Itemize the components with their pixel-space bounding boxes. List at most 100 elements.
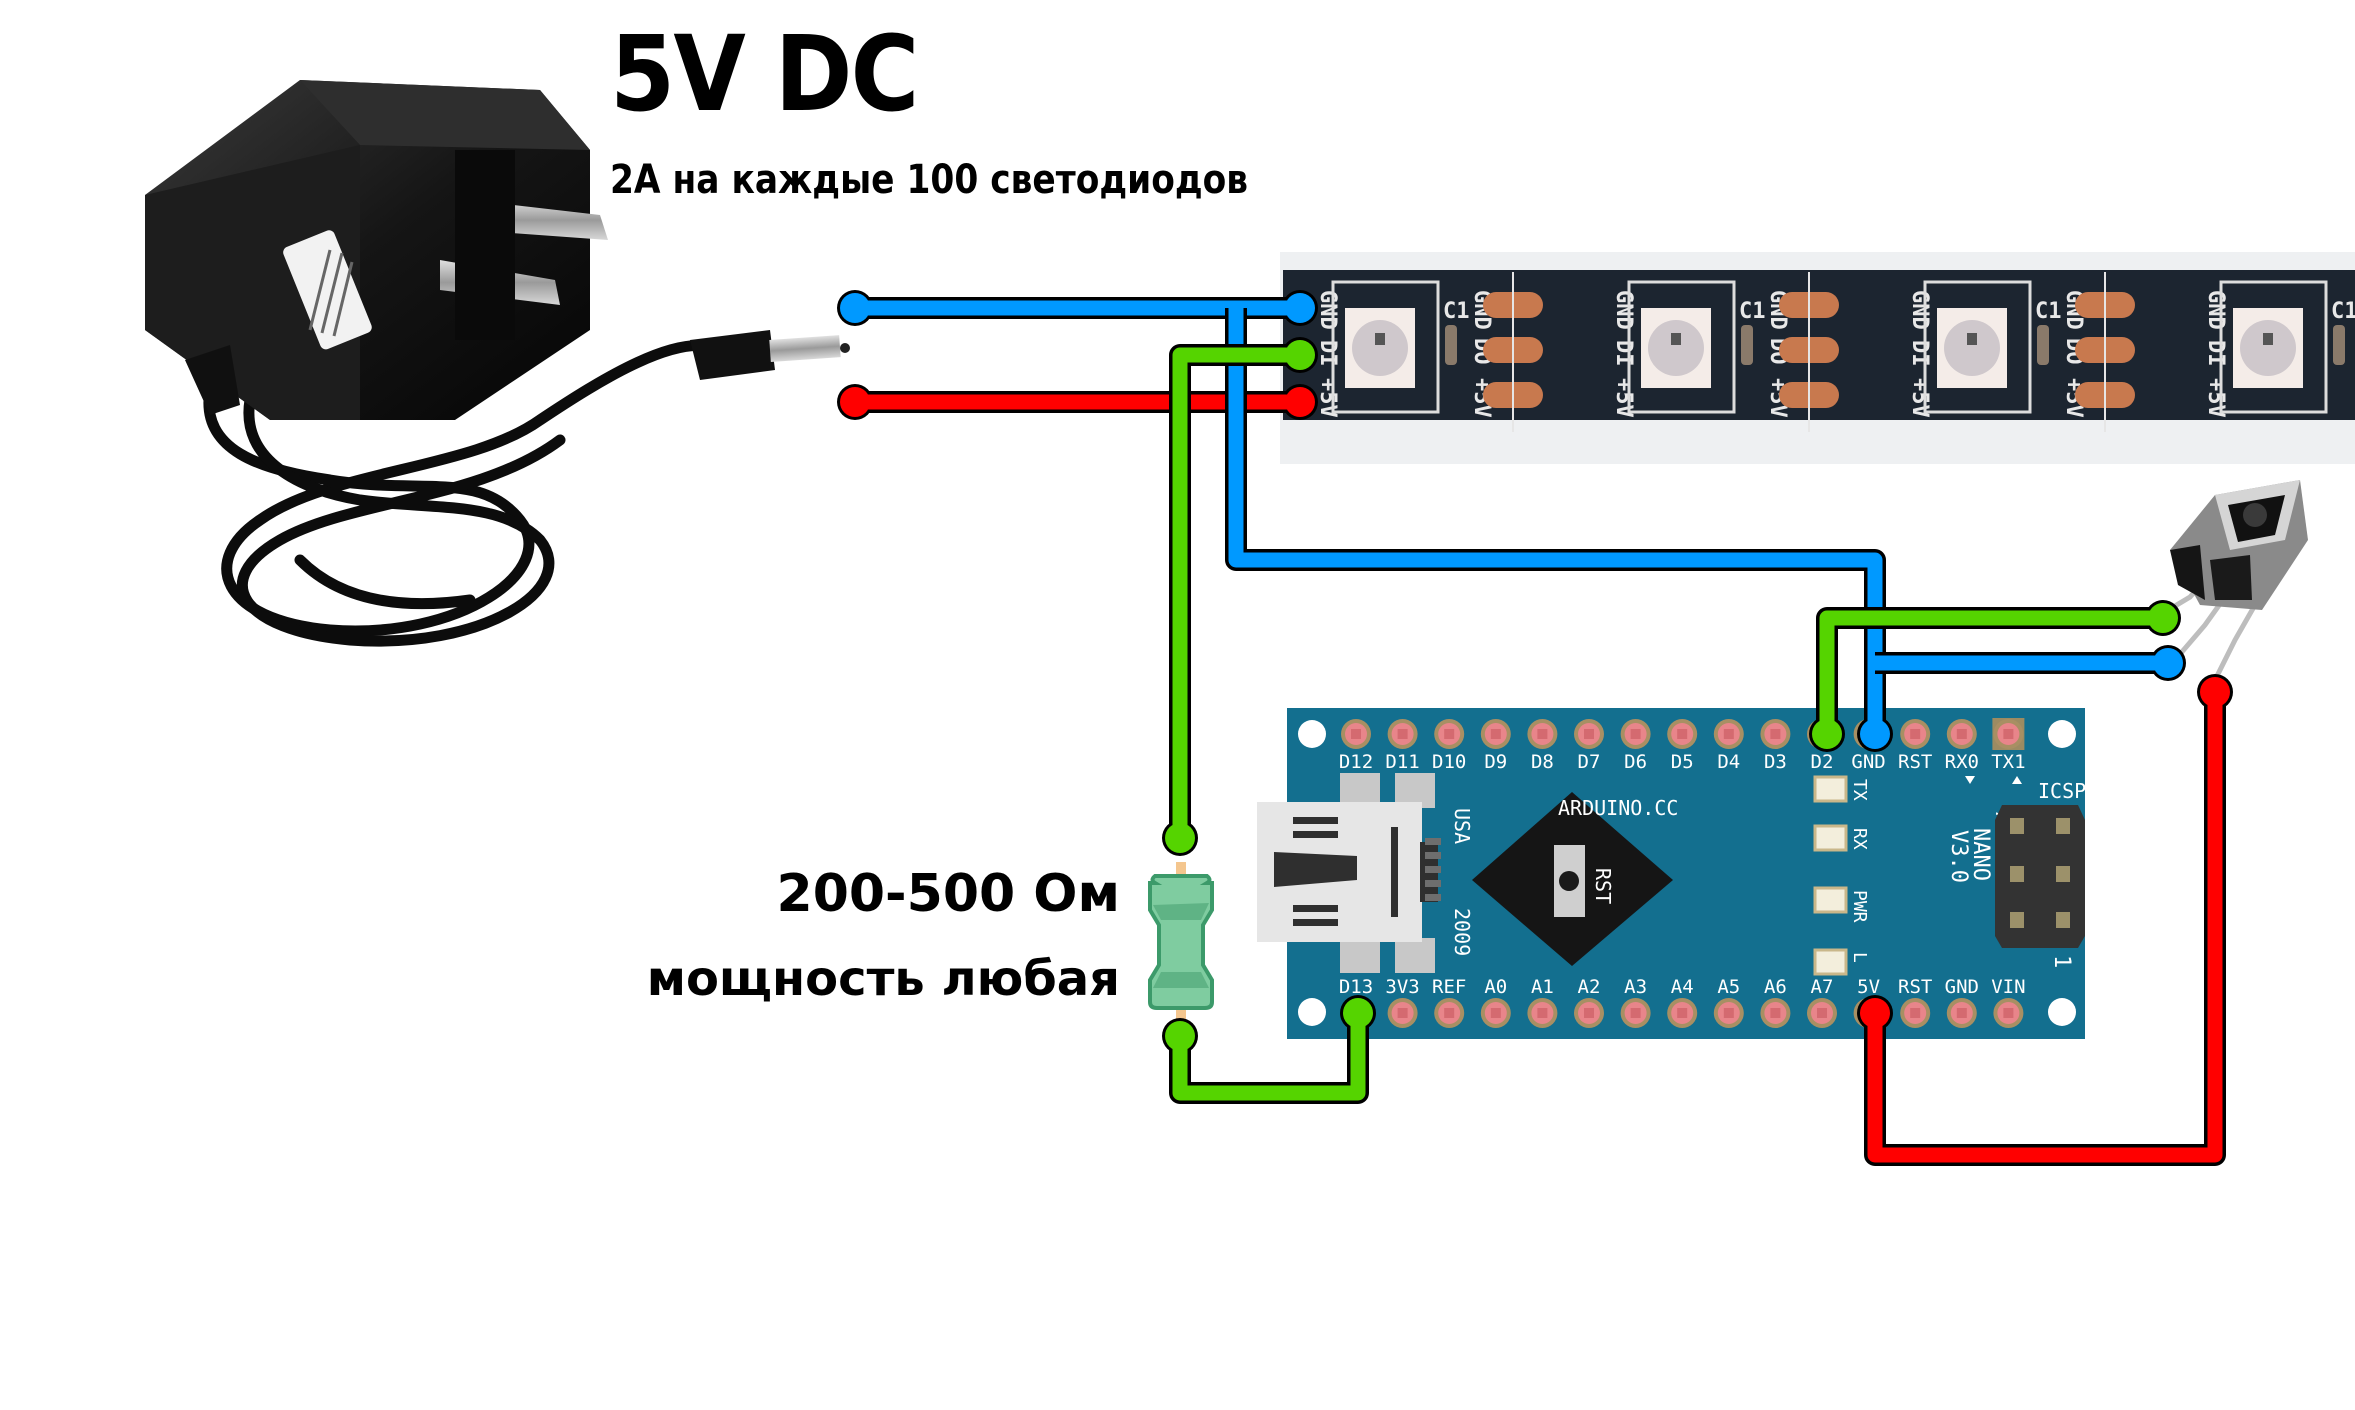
pin-label: D8 xyxy=(1531,751,1554,773)
pin-bottom-a0[interactable]: A0 xyxy=(1480,976,1511,1028)
icsp-header xyxy=(1995,805,2085,948)
pin-top-d5[interactable]: D5 xyxy=(1667,719,1698,773)
pin-label: D12 xyxy=(1339,751,1373,773)
wire-endpoint xyxy=(840,293,870,323)
pin-label: A2 xyxy=(1578,976,1601,998)
pin-top-tx1[interactable]: TX1 xyxy=(1991,718,2026,773)
pin-label: D5 xyxy=(1671,751,1694,773)
pin-top-rst[interactable]: RST xyxy=(1898,719,1932,773)
pin-bottom-vin[interactable]: VIN xyxy=(1991,976,2026,1028)
wire-endpoint xyxy=(1165,1021,1195,1051)
pin-label: D10 xyxy=(1432,751,1466,773)
pin-bottom-a6[interactable]: A6 xyxy=(1760,976,1791,1028)
strip-pin-label: DI xyxy=(2203,340,2228,367)
pin-bottom-a1[interactable]: A1 xyxy=(1527,976,1558,1028)
ws2812-led xyxy=(1944,320,2000,376)
wire-endpoint xyxy=(1860,998,1890,1028)
pin-label: REF xyxy=(1432,976,1466,998)
wire-data-arduino xyxy=(1162,995,1376,1104)
strip-pin-label: DI xyxy=(1907,340,1932,367)
power-adapter xyxy=(145,80,850,647)
tx-arrow-icon xyxy=(2012,776,2022,784)
pin-top-d11[interactable]: D11 xyxy=(1385,719,1420,773)
pin-label: D2 xyxy=(1811,751,1834,773)
wire-endpoint xyxy=(1165,823,1195,853)
status-led-tx: TX xyxy=(1813,775,1870,803)
pin-top-d9[interactable]: D9 xyxy=(1480,719,1511,773)
pin-top-d6[interactable]: D6 xyxy=(1620,719,1651,773)
wire-endpoint xyxy=(2200,677,2230,707)
reset-button[interactable] xyxy=(1554,845,1585,917)
pin-top-d7[interactable]: D7 xyxy=(1574,719,1604,773)
wire-data-strip xyxy=(1162,337,1318,856)
pin-label: VIN xyxy=(1991,976,2025,998)
resistor xyxy=(1148,862,1214,1020)
pin-label: RST xyxy=(1898,976,1932,998)
wire-gnd-arduino xyxy=(1225,308,1893,752)
wire-endpoint xyxy=(2153,648,2183,678)
pin-top-d3[interactable]: D3 xyxy=(1760,719,1791,773)
mounting-hole xyxy=(1298,998,1326,1026)
pin-label: D9 xyxy=(1484,751,1507,773)
pin-bottom-a7[interactable]: A7 xyxy=(1807,976,1837,1028)
rx-arrow-icon xyxy=(1965,776,1975,784)
pin-label: D11 xyxy=(1385,751,1419,773)
psu-current-note: 2А на каждые 100 светодиодов xyxy=(610,157,1249,203)
pin-bottom-ref[interactable]: REF xyxy=(1432,976,1466,1028)
status-led-label: TX xyxy=(1849,779,1870,801)
pin-bottom-rst[interactable]: RST xyxy=(1898,976,1932,1028)
wire-ir-power xyxy=(1857,674,2233,1166)
pin-label: A6 xyxy=(1764,976,1787,998)
pin-label: A1 xyxy=(1531,976,1554,998)
pin-bottom-gnd[interactable]: GND xyxy=(1945,976,1979,1028)
ir-receiver xyxy=(2158,480,2308,682)
pin-label: A0 xyxy=(1484,976,1507,998)
usb-label-usa: USA xyxy=(1450,808,1474,844)
pin-bottom-a5[interactable]: A5 xyxy=(1713,976,1744,1028)
wire-endpoint xyxy=(1285,293,1315,323)
pin-bottom-a3[interactable]: A3 xyxy=(1620,976,1651,1028)
model-line-2: NANO xyxy=(1968,828,1993,881)
ws2812-led xyxy=(1352,320,1408,376)
pin-bottom-3v3[interactable]: 3V3 xyxy=(1385,976,1420,1028)
resistor-power-label: мощность любая xyxy=(646,951,1120,1007)
adapter-cable xyxy=(203,340,726,647)
mounting-hole xyxy=(1298,720,1326,748)
icsp-label: ICSP xyxy=(2038,779,2086,803)
wire-endpoint xyxy=(1285,387,1315,417)
pin-top-d12[interactable]: D12 xyxy=(1339,719,1373,773)
wire-ir-signal xyxy=(1809,600,2181,752)
pin-label: A3 xyxy=(1624,976,1647,998)
pin-top-d4[interactable]: D4 xyxy=(1713,719,1744,773)
pin-label: D4 xyxy=(1717,751,1740,773)
wire-endpoint xyxy=(1860,719,1890,749)
pin-label: D7 xyxy=(1578,751,1601,773)
wires xyxy=(837,290,2233,1166)
pin-top-d10[interactable]: D10 xyxy=(1432,719,1466,773)
status-led-label: L xyxy=(1849,952,1870,963)
pin-bottom-a4[interactable]: A4 xyxy=(1667,976,1698,1028)
pin-label: D13 xyxy=(1339,976,1373,998)
capacitor-label: C1 xyxy=(1739,299,1766,324)
pin-bottom-a2[interactable]: A2 xyxy=(1574,976,1604,1028)
status-led-rx: RX xyxy=(1813,824,1870,852)
pin-top-d8[interactable]: D8 xyxy=(1527,719,1558,773)
pin-top-rx0[interactable]: RX0 xyxy=(1945,719,1979,773)
wire-endpoint xyxy=(2148,603,2178,633)
capacitor-label: C1 xyxy=(1443,299,1470,324)
wire-endpoint xyxy=(1812,719,1842,749)
status-led-label: RX xyxy=(1849,828,1870,850)
wire-endpoint xyxy=(1343,998,1373,1028)
strip-pin-label: DI xyxy=(1315,340,1340,367)
status-led-pwr: PWR xyxy=(1813,886,1870,923)
wire-endpoint xyxy=(1285,340,1315,370)
pin-label: D6 xyxy=(1624,751,1647,773)
reset-label: RST xyxy=(1591,868,1615,904)
